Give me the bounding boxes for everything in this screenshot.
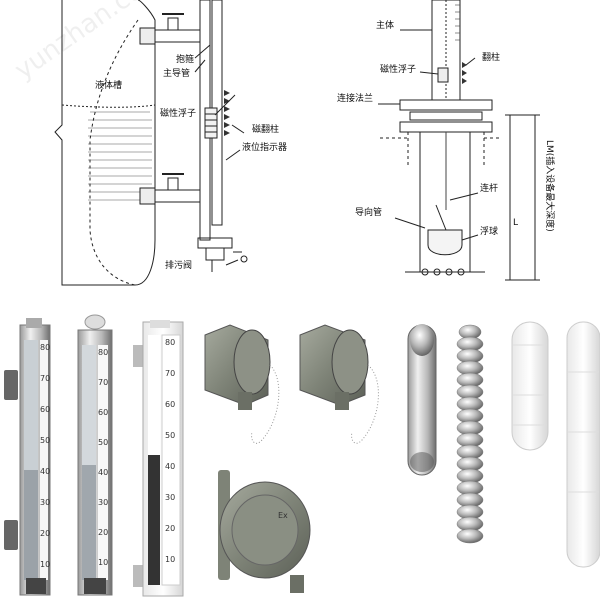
label-float-left: 磁性浮子 xyxy=(160,107,196,119)
gauge-c-tick: 10 xyxy=(165,555,175,564)
transmitter-head-1 xyxy=(204,324,280,444)
gauge-c-tick: 20 xyxy=(165,524,175,533)
label-flap-right: 翻柱 xyxy=(482,51,500,63)
gauge-c-scale: 80 70 60 50 40 30 20 10 xyxy=(165,338,175,564)
left-tank-diagram xyxy=(54,0,248,286)
label-float-right: 磁性浮子 xyxy=(380,63,416,75)
gauge-c xyxy=(133,320,184,597)
gauge-b-tick: 80 xyxy=(98,348,108,357)
gauge-a-tick: 80 xyxy=(40,343,50,352)
label-flange: 连接法兰 xyxy=(337,92,373,104)
gauge-b-tick: 70 xyxy=(98,378,108,387)
gauge-b-tick: 50 xyxy=(98,438,108,447)
gauge-b-tick: 40 xyxy=(98,468,108,477)
white-float-short xyxy=(511,321,549,451)
gauge-a-tick: 10 xyxy=(40,560,50,569)
gauge-a-tick: 40 xyxy=(40,467,50,476)
gauge-b-tick: 60 xyxy=(98,408,108,417)
gauge-a-tick: 20 xyxy=(40,529,50,538)
label-drain: 排污阀 xyxy=(165,259,192,271)
label-main-tube: 主导管 xyxy=(163,67,190,79)
junction-box-mark: Ex xyxy=(278,511,288,520)
float-rib xyxy=(456,528,484,544)
gauge-a-tick: 60 xyxy=(40,405,50,414)
flap-column xyxy=(224,90,230,136)
gauge-a-tick: 30 xyxy=(40,498,50,507)
label-ball: 浮球 xyxy=(480,225,498,237)
gauge-c-tick: 40 xyxy=(165,462,175,471)
label-tank: 液体槽 xyxy=(95,79,122,91)
label-dim-lm: LM(插入设备最大深度) xyxy=(544,140,556,232)
gauge-c-tick: 50 xyxy=(165,431,175,440)
right-insert-diagram xyxy=(378,0,540,281)
gauge-b xyxy=(77,314,113,596)
label-guide: 导向管 xyxy=(355,206,382,218)
gauge-b-scale: 80 70 60 50 40 30 20 10 xyxy=(98,348,108,567)
label-indicator: 液位指示器 xyxy=(242,141,287,153)
gauge-c-tick: 80 xyxy=(165,338,175,347)
label-dim-l: L xyxy=(513,218,518,228)
gauge-a xyxy=(4,318,51,596)
gauge-a-scale: 80 70 60 50 40 30 20 10 xyxy=(40,343,50,569)
gauge-b-tick: 20 xyxy=(98,528,108,537)
label-flap-left: 磁翻柱 xyxy=(252,123,279,135)
metal-float-smooth xyxy=(407,324,437,476)
transmitter-head-2 xyxy=(299,324,379,444)
gauge-b-tick: 30 xyxy=(98,498,108,507)
white-float-long xyxy=(566,321,600,568)
gauge-a-tick: 50 xyxy=(40,436,50,445)
liquid-fill xyxy=(88,111,152,201)
label-rod: 连杆 xyxy=(480,182,498,194)
metal-float-ribbed xyxy=(456,324,484,544)
label-clamp: 抱箍 xyxy=(176,53,194,65)
label-body: 主体 xyxy=(376,19,394,31)
gauge-c-tick: 60 xyxy=(165,400,175,409)
gauge-c-tick: 70 xyxy=(165,369,175,378)
gauge-a-tick: 70 xyxy=(40,374,50,383)
gauge-b-tick: 10 xyxy=(98,558,108,567)
junction-box xyxy=(218,470,311,593)
gauge-c-tick: 30 xyxy=(165,493,175,502)
